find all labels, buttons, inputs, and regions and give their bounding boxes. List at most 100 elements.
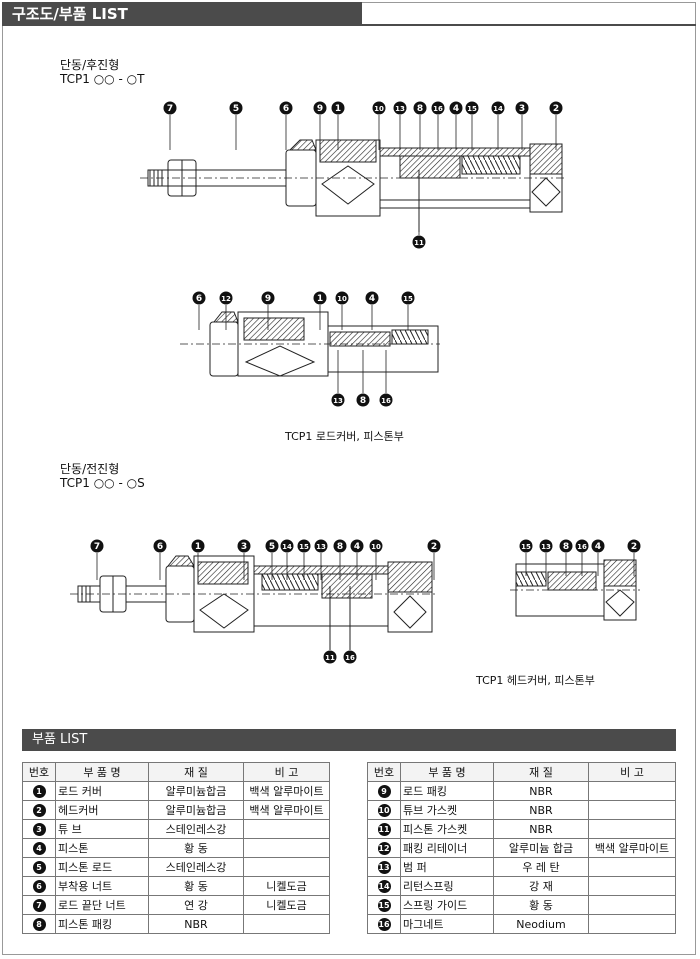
col-note-header: 비 고 xyxy=(588,762,676,782)
part-number-badge: 9 xyxy=(377,785,391,798)
callout-7: 7 xyxy=(90,539,104,580)
part-number-cell: 8 xyxy=(22,914,56,934)
callout-label: 4 xyxy=(369,294,375,304)
callout-label: 13 xyxy=(316,543,326,551)
callout-5: 5 xyxy=(229,101,243,150)
col-no-header: 번호 xyxy=(367,762,401,782)
part-number-cell: 7 xyxy=(22,895,56,915)
part-name-cell: 튜 브 xyxy=(55,819,149,839)
callout-label: 6 xyxy=(157,542,163,552)
part-number-badge: 14 xyxy=(377,880,391,893)
callout-16: 16 xyxy=(431,101,445,150)
col-name-header: 부 품 명 xyxy=(400,762,494,782)
part-number-cell: 10 xyxy=(367,800,401,820)
part-material-cell: 알루미늄합금 xyxy=(148,800,244,820)
part-material-cell: 황 동 xyxy=(493,895,589,915)
callout-label: 13 xyxy=(541,543,551,551)
callout-9: 9 xyxy=(261,291,275,330)
part-name-cell: 스프링 가이드 xyxy=(400,895,494,915)
page-title: 구조도/부품 LIST xyxy=(2,2,362,26)
callout-11: 11 xyxy=(323,600,337,664)
part-number-cell: 15 xyxy=(367,895,401,915)
callout-3: 3 xyxy=(515,101,529,150)
callout-label: 8 xyxy=(360,396,366,406)
callout-label: 1 xyxy=(335,104,341,114)
col-material-header: 재 질 xyxy=(493,762,589,782)
part-note-cell xyxy=(243,914,330,934)
callout-16: 16 xyxy=(379,350,393,407)
callout-13: 13 xyxy=(393,101,407,150)
callout-label: 13 xyxy=(333,397,343,405)
rear-detail-caption: TCP1 로드커버, 피스톤부 xyxy=(285,430,404,443)
callout-label: 12 xyxy=(221,295,231,303)
callout-14: 14 xyxy=(491,101,505,150)
callout-6: 6 xyxy=(279,101,293,150)
callout-15: 15 xyxy=(401,291,415,330)
callout-label: 14 xyxy=(282,543,292,551)
part-material-cell: 알루미늄 합금 xyxy=(493,838,589,858)
callout-15: 15 xyxy=(519,539,533,576)
part-number-cell: 12 xyxy=(367,838,401,858)
part-note-cell xyxy=(243,819,330,839)
callout-2: 2 xyxy=(549,101,563,150)
callout-4: 4 xyxy=(350,539,364,580)
callout-label: 3 xyxy=(519,104,525,114)
part-name-cell: 피스톤 패킹 xyxy=(55,914,149,934)
part-material-cell: NBR xyxy=(493,781,589,801)
part-number-badge: 13 xyxy=(377,861,391,874)
part-note-cell xyxy=(588,876,676,896)
title-underline xyxy=(2,24,696,26)
callout-14: 14 xyxy=(280,539,294,580)
part-number-badge: 12 xyxy=(377,842,391,855)
callout-2: 2 xyxy=(627,539,641,576)
callout-label: 3 xyxy=(241,542,247,552)
part-number-badge: 10 xyxy=(377,804,391,817)
callout-13: 13 xyxy=(539,539,553,576)
part-number-badge: 2 xyxy=(32,804,46,817)
part-material-cell: NBR xyxy=(148,914,244,934)
section-rear-model: TCP1 ○○ - ○T xyxy=(60,72,145,86)
callout-label: 4 xyxy=(595,542,601,552)
part-material-cell: 알루미늄합금 xyxy=(148,781,244,801)
callout-10: 10 xyxy=(335,291,349,330)
part-number-cell: 4 xyxy=(22,838,56,858)
part-number-badge: 15 xyxy=(377,899,391,912)
part-number-cell: 13 xyxy=(367,857,401,877)
part-material-cell: Neodium xyxy=(493,914,589,934)
callout-label: 6 xyxy=(196,294,202,304)
section-rear-label: 단동/후진형 xyxy=(60,58,120,72)
callout-label: 7 xyxy=(94,542,100,552)
parts-list-title: 부품 LIST xyxy=(22,729,676,751)
callout-4: 4 xyxy=(449,101,463,150)
part-note-cell xyxy=(243,838,330,858)
part-number-cell: 3 xyxy=(22,819,56,839)
callout-label: 4 xyxy=(453,104,459,114)
callout-label: 4 xyxy=(354,542,360,552)
callout-7: 7 xyxy=(163,101,177,150)
callout-label: 10 xyxy=(371,543,381,551)
part-material-cell: 황 동 xyxy=(148,876,244,896)
part-material-cell: NBR xyxy=(493,800,589,820)
part-material-cell: 우 레 탄 xyxy=(493,857,589,877)
callout-label: 1 xyxy=(317,294,323,304)
part-material-cell: 강 재 xyxy=(493,876,589,896)
part-note-cell: 백색 알루마이트 xyxy=(588,838,676,858)
diagram-rear-detail xyxy=(180,311,440,377)
callout-label: 8 xyxy=(337,542,343,552)
part-number-cell: 9 xyxy=(367,781,401,801)
callout-12: 12 xyxy=(219,291,233,330)
callout-label: 15 xyxy=(521,543,531,551)
callout-8: 8 xyxy=(356,350,370,407)
callout-label: 15 xyxy=(467,105,477,113)
part-number-badge: 11 xyxy=(377,823,391,836)
callout-1: 1 xyxy=(331,101,345,150)
